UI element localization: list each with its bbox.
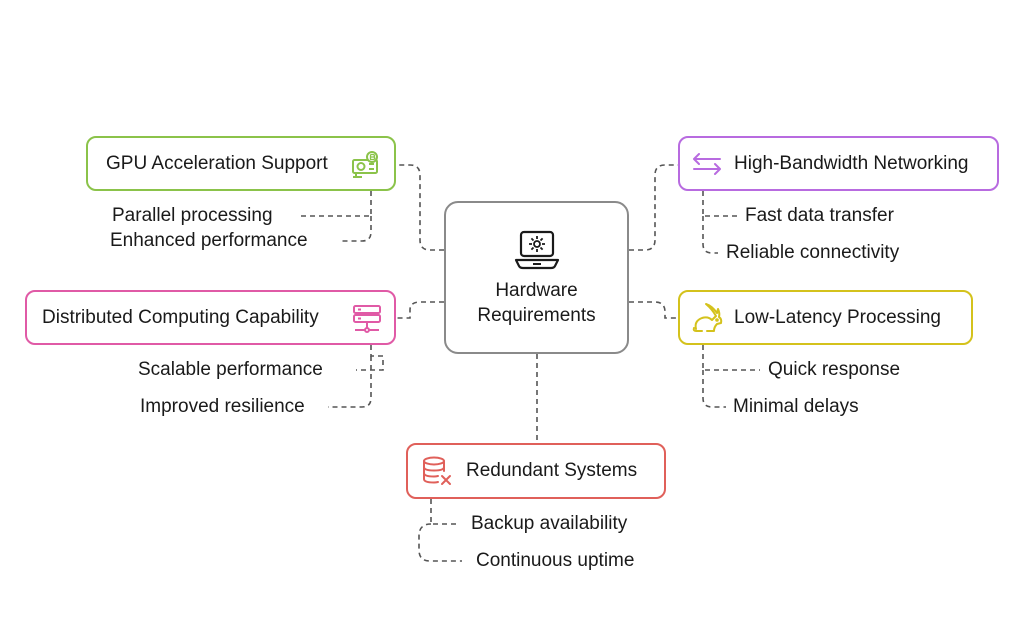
connector-redundant-item-2 (418, 523, 462, 562)
center-node: Hardware Requirements (444, 201, 629, 354)
low-latency-processing-label: Low-Latency Processing (734, 306, 941, 328)
connector-latency-item-1 (702, 345, 760, 371)
connector-latency-item-2 (702, 370, 726, 408)
gpu-card-icon (350, 151, 382, 179)
connector-network-item-1 (702, 191, 737, 217)
laptop-gear-icon (513, 228, 561, 272)
rabbit-icon (690, 301, 724, 335)
redundant-systems-node: Redundant Systems (406, 443, 666, 499)
connector-network (629, 164, 678, 251)
connector-redundant-item-1 (430, 499, 460, 525)
network-item-reliable: Reliable connectivity (726, 242, 900, 263)
high-bandwidth-networking-node: High-Bandwidth Networking (678, 136, 999, 191)
connector-network-item-2 (702, 216, 718, 254)
connector-gpu (396, 164, 444, 251)
connector-gpu-item-2 (340, 216, 372, 242)
distributed-computing-node: Distributed Computing Capability (25, 290, 396, 345)
connector-distributed (396, 301, 444, 319)
latency-item-minimal-delays: Minimal delays (733, 396, 859, 417)
gpu-item-parallel: Parallel processing (112, 205, 273, 226)
connector-distributed-item-2 (328, 356, 372, 408)
center-title: Hardware Requirements (477, 278, 595, 328)
gpu-item-enhanced: Enhanced performance (110, 230, 308, 251)
gpu-acceleration-node: GPU Acceleration Support (86, 136, 396, 191)
distributed-item-scalable: Scalable performance (138, 359, 323, 380)
high-bandwidth-networking-label: High-Bandwidth Networking (734, 152, 969, 174)
redundant-item-uptime: Continuous uptime (476, 550, 635, 571)
network-item-fast-transfer: Fast data transfer (745, 205, 894, 226)
gpu-acceleration-label: GPU Acceleration Support (106, 152, 328, 174)
redundant-item-backup: Backup availability (471, 513, 628, 534)
database-x-icon (420, 455, 454, 487)
latency-item-quick-response: Quick response (768, 359, 901, 380)
center-title-line-2: Requirements (477, 304, 596, 326)
server-icon (351, 304, 383, 334)
connector-distributed-item-1 (356, 345, 384, 371)
redundant-systems-label: Redundant Systems (466, 460, 638, 481)
low-latency-processing-node: Low-Latency Processing (678, 290, 973, 345)
connector-gpu-item-1 (300, 191, 372, 217)
center-title-line-1: Hardware (495, 279, 578, 301)
connector-latency (629, 301, 678, 319)
distributed-item-resilience: Improved resilience (140, 396, 305, 417)
distributed-computing-label: Distributed Computing Capability (42, 306, 319, 328)
arrows-left-right-icon (690, 152, 724, 175)
